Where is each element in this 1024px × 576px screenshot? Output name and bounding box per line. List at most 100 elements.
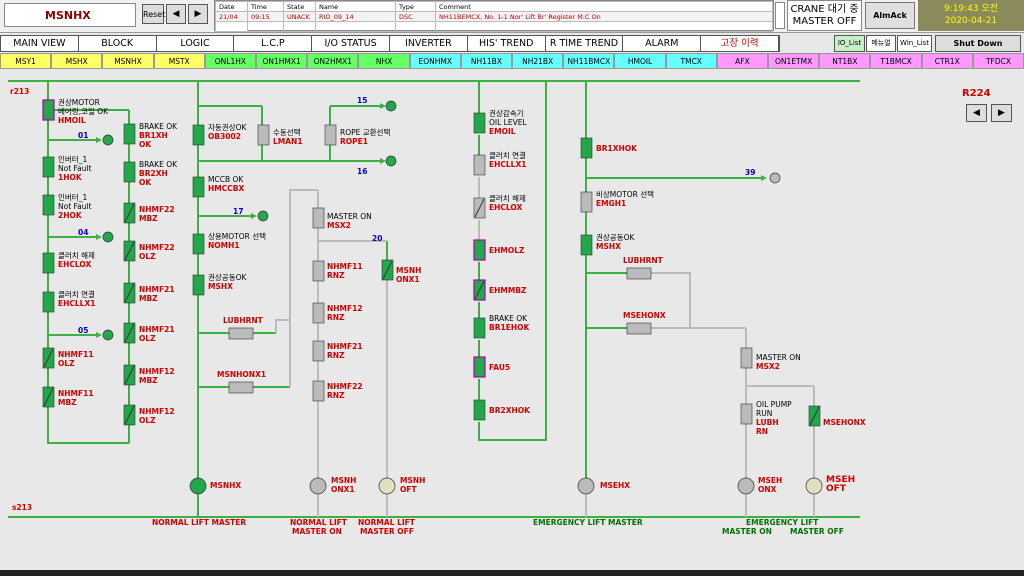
tab-msy1[interactable]: MSY1: [0, 53, 52, 69]
contact-col2-2[interactable]: [123, 202, 136, 224]
contact-emg-1[interactable]: [473, 154, 486, 176]
contact-lubhrnt[interactable]: [228, 327, 254, 340]
menu-alarm[interactable]: ALARM: [623, 36, 702, 51]
contact-col2-5[interactable]: [123, 322, 136, 344]
page-next-icon[interactable]: ▶: [991, 104, 1012, 122]
tab-t1bmcx[interactable]: T1BMCX: [870, 53, 922, 69]
jump-coil-39[interactable]: [769, 172, 781, 184]
contact-msnh-onx1[interactable]: [381, 259, 394, 281]
contact-col3-1[interactable]: [192, 176, 205, 198]
io-list-button[interactable]: IO_List: [834, 35, 865, 52]
coil-msnh-oft[interactable]: [378, 477, 396, 495]
contact-rope-sel[interactable]: [324, 124, 337, 146]
menu-rtime-trend[interactable]: R TIME TREND: [546, 36, 624, 51]
contact-col3-3[interactable]: [192, 274, 205, 296]
contact-msnhonx1[interactable]: [228, 381, 254, 394]
contact-col1-2[interactable]: [42, 194, 55, 216]
alarm-ack-button[interactable]: AlmAck: [865, 2, 915, 29]
jump-coil-16[interactable]: [385, 155, 397, 167]
contact-col4-1[interactable]: [312, 302, 325, 324]
contact-col2-0[interactable]: [123, 123, 136, 145]
coil-msehx[interactable]: [577, 477, 595, 495]
reset-button[interactable]: Reset: [142, 4, 165, 24]
tab-ctr1x[interactable]: CTR1X: [921, 53, 973, 69]
alarm-banner[interactable]: Date Time State Name Type Comment 21/04 …: [214, 0, 774, 32]
menu-logic[interactable]: LOGIC: [157, 36, 235, 51]
tab-tmcx[interactable]: TMCX: [665, 53, 717, 69]
contact-col4-3[interactable]: [312, 380, 325, 402]
menu-his-trend[interactable]: HIS' TREND: [468, 36, 546, 51]
coil-msnh-onx1[interactable]: [309, 477, 327, 495]
tab-mstx[interactable]: MSTX: [153, 53, 205, 69]
tab-on2hmx1[interactable]: ON2HMX1: [307, 53, 359, 69]
contact-col1-5[interactable]: [42, 347, 55, 369]
contact-emg2-0[interactable]: [580, 137, 593, 159]
contact-col1-3[interactable]: [42, 252, 55, 274]
contact-col3-2[interactable]: [192, 233, 205, 255]
contact-col2-1[interactable]: [123, 161, 136, 183]
contact-col2-4[interactable]: [123, 282, 136, 304]
menu-lcp[interactable]: L.C.P: [234, 36, 313, 51]
tab-afx[interactable]: AFX: [716, 53, 769, 69]
tab-nh11bmcx[interactable]: NH11BMCX: [563, 53, 615, 69]
jump-coil-17[interactable]: [257, 210, 269, 222]
shutdown-button[interactable]: Shut Down: [935, 35, 1021, 52]
page-prev-icon[interactable]: ◀: [966, 104, 987, 122]
tab-tfdcx[interactable]: TFDCX: [972, 53, 1024, 69]
tab-mshx[interactable]: MSHX: [51, 53, 103, 69]
jump-coil-01[interactable]: [102, 134, 114, 146]
contact-msehonx2[interactable]: [808, 405, 821, 427]
alarm-row[interactable]: 21/04 09:15 UNACK RIO_09_14 DSC NH11BEMC…: [215, 11, 773, 22]
tab-onl1hx[interactable]: ONL1HX: [204, 53, 257, 69]
contact-master-on2[interactable]: [740, 347, 753, 369]
tab-on1hmx1[interactable]: ON1HMX1: [256, 53, 308, 69]
contact-col1-1[interactable]: [42, 156, 55, 178]
contact-emg-2[interactable]: [473, 197, 486, 219]
contact-col1-0[interactable]: [42, 99, 55, 121]
coil-msnhx[interactable]: [189, 477, 207, 495]
menu-fault-history[interactable]: 고장 이력: [701, 36, 779, 51]
contact-col1-6[interactable]: [42, 386, 55, 408]
contact-emg2-1[interactable]: [580, 191, 593, 213]
tab-nh21bx[interactable]: NH21BX: [512, 53, 564, 69]
coil-mseh-onx[interactable]: [737, 477, 755, 495]
tab-hmoil[interactable]: HMOIL: [614, 53, 666, 69]
tab-eonhmx[interactable]: EONHMX: [409, 53, 461, 69]
contact-emg-7[interactable]: [473, 399, 486, 421]
contact-col1-4[interactable]: [42, 291, 55, 313]
tab-on1etmx[interactable]: ON1ETMX: [768, 53, 820, 69]
tab-nt1bx[interactable]: NT1BX: [819, 53, 871, 69]
contact-oilpump[interactable]: [740, 403, 753, 425]
contact-lubhrnt2[interactable]: [626, 267, 652, 280]
tab-nhx[interactable]: NHX: [358, 53, 410, 69]
alarm-scrollbar[interactable]: [775, 2, 785, 29]
jump-coil-04[interactable]: [102, 231, 114, 243]
contact-emg-0[interactable]: [473, 112, 486, 134]
next-arrow-icon[interactable]: ▶: [188, 4, 208, 24]
coil-mseh-oft[interactable]: [805, 477, 823, 495]
contact-col4-0[interactable]: [312, 260, 325, 282]
menu-io-status[interactable]: I/O STATUS: [312, 36, 390, 51]
win-list-button[interactable]: Win_List: [897, 35, 932, 52]
contact-master-on[interactable]: [312, 207, 325, 229]
contact-emg-5[interactable]: [473, 317, 486, 339]
contact-col2-6[interactable]: [123, 364, 136, 386]
menu-main-view[interactable]: MAIN VIEW: [1, 36, 79, 51]
contact-manual-sel[interactable]: [257, 124, 270, 146]
contact-emg2-2[interactable]: [580, 234, 593, 256]
manual-button[interactable]: 메뉴얼: [866, 35, 896, 52]
tab-msnhx[interactable]: MSNHX: [102, 53, 154, 69]
contact-emg-6[interactable]: [473, 356, 486, 378]
tab-nh11bx[interactable]: NH11BX: [460, 53, 513, 69]
contact-msehonx[interactable]: [626, 322, 652, 335]
contact-col3-0[interactable]: [192, 124, 205, 146]
contact-emg-3[interactable]: [473, 239, 486, 261]
jump-coil-15[interactable]: [385, 100, 397, 112]
contact-col4-2[interactable]: [312, 340, 325, 362]
menu-inverter[interactable]: INVERTER: [390, 36, 468, 51]
contact-col2-3[interactable]: [123, 240, 136, 262]
jump-coil-05[interactable]: [102, 329, 114, 341]
menu-block[interactable]: BLOCK: [79, 36, 157, 51]
prev-arrow-icon[interactable]: ◀: [166, 4, 186, 24]
contact-emg-4[interactable]: [473, 279, 486, 301]
